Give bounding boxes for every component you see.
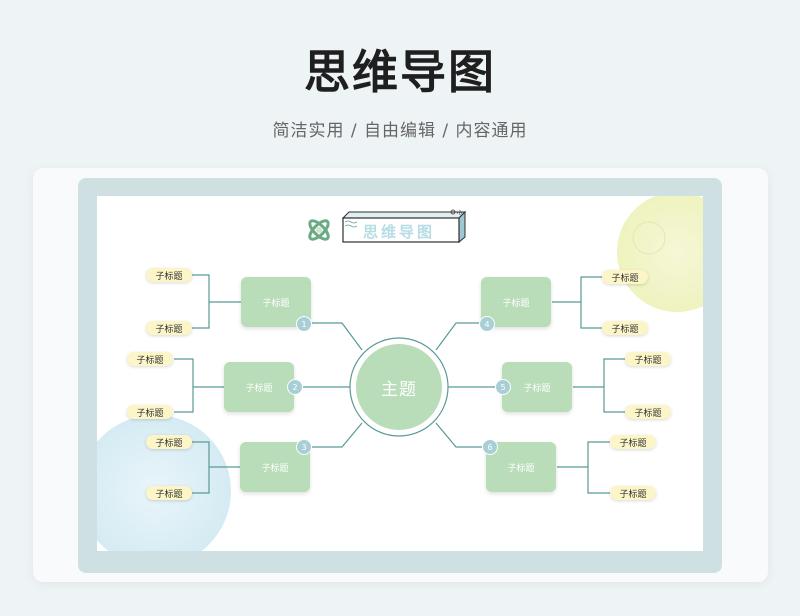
page-subtitle: 简洁实用 / 自由编辑 / 内容通用 xyxy=(272,121,528,141)
title-banner xyxy=(341,210,467,244)
subtopic-6-leaf-1[interactable]: 子标题 xyxy=(610,435,656,449)
decor-bubble-yellow xyxy=(617,196,703,312)
subtopic-1-leaf-1[interactable]: 子标题 xyxy=(146,268,192,282)
atom-logo-icon xyxy=(308,219,330,241)
subtopic-3-number: 3 xyxy=(296,439,312,455)
center-topic-label[interactable]: 主题 xyxy=(381,379,417,400)
subtopic-6[interactable]: 子标题 xyxy=(486,442,556,492)
subtopic-5[interactable]: 子标题 xyxy=(502,362,572,412)
subtopic-2-leaf-1[interactable]: 子标题 xyxy=(127,352,173,366)
subtopic-2-leaf-2[interactable]: 子标题 xyxy=(127,405,173,419)
subtopic-3-leaf-2[interactable]: 子标题 xyxy=(146,486,192,500)
subtopic-6-number: 6 xyxy=(482,439,498,455)
subtopic-1-number: 1 xyxy=(296,316,312,332)
subtopic-6-leaf-2[interactable]: 子标题 xyxy=(610,486,656,500)
subtopic-5-leaf-2[interactable]: 子标题 xyxy=(625,405,671,419)
subtopic-2-number: 2 xyxy=(287,379,303,395)
sparkle-icon xyxy=(450,209,463,216)
page-title: 思维导图 xyxy=(304,45,496,99)
subtopic-1-leaf-2[interactable]: 子标题 xyxy=(146,321,192,335)
center-topic-circle xyxy=(356,344,442,430)
connectors xyxy=(174,274,625,494)
decor-bubble-blue xyxy=(97,415,231,551)
subtopic-5-leaf-1[interactable]: 子标题 xyxy=(625,352,671,366)
subtopic-5-number: 5 xyxy=(495,379,511,395)
mind-map-slide: 思维导图 主题 子标题 1 子标题 子标题 子标题 2 子标题 子标题 子标题 … xyxy=(97,196,703,551)
decor-ring xyxy=(632,221,666,255)
subtopic-4-leaf-2[interactable]: 子标题 xyxy=(602,321,648,335)
mind-map-canvas xyxy=(97,196,703,551)
banner-title: 思维导图 xyxy=(362,222,435,241)
subtopic-4-number: 4 xyxy=(479,316,495,332)
subtopic-4-leaf-1[interactable]: 子标题 xyxy=(602,270,648,284)
subtopic-3-leaf-1[interactable]: 子标题 xyxy=(146,435,192,449)
subtopic-2[interactable]: 子标题 xyxy=(224,362,294,412)
